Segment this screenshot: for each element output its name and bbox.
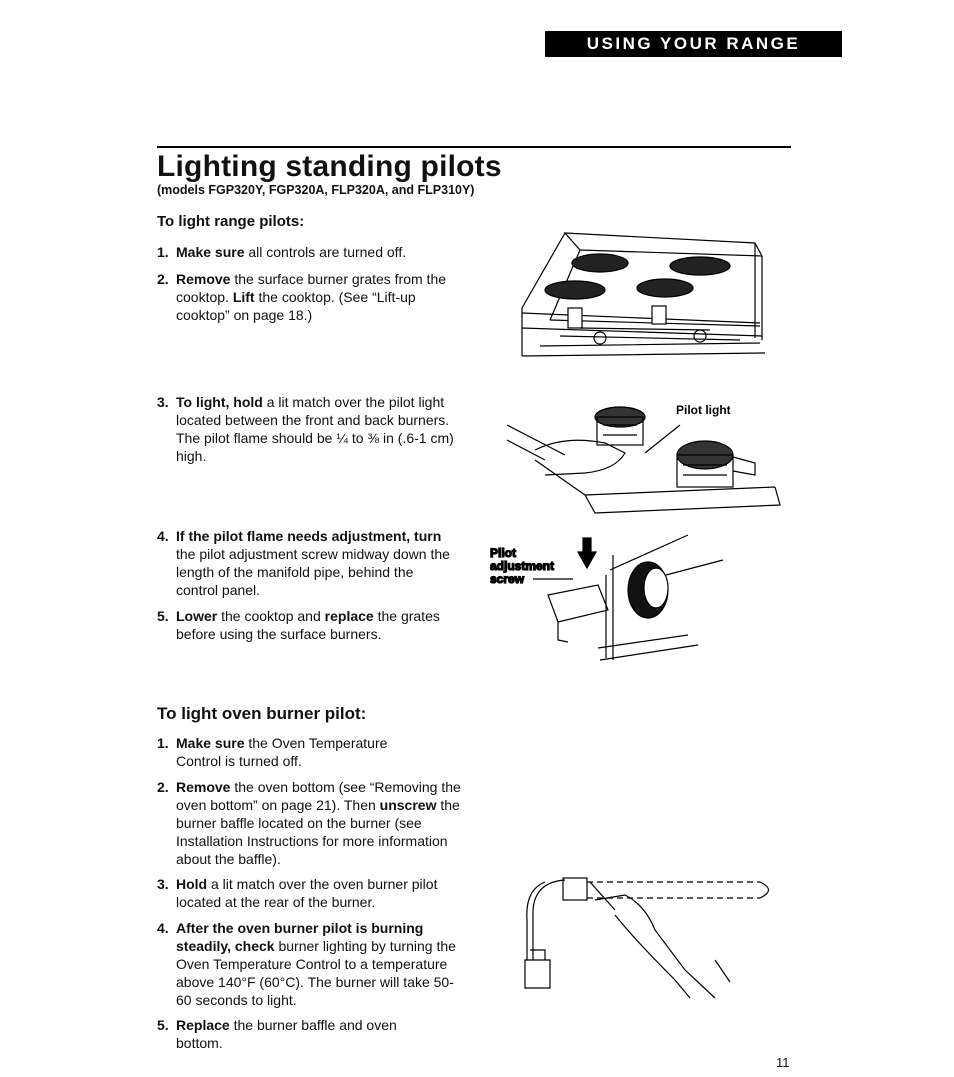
step-number: 5.	[157, 608, 169, 624]
step-text: the burner baffle and oven bottom.	[176, 1017, 397, 1051]
oven-step-5: 5. Replace the burner baffle and oven bo…	[157, 1016, 427, 1052]
step-number: 2.	[157, 779, 169, 795]
oven-pilot-heading: To light oven burner pilot:	[157, 704, 367, 723]
step-emphasis: Lower	[176, 608, 218, 624]
pilot-light-label-group: Pilot light	[676, 403, 731, 417]
pilot-light-label: Pilot light	[676, 403, 731, 417]
lighting-pilot-illustration	[506, 406, 781, 514]
step-emphasis: Replace	[176, 1017, 230, 1033]
step-emphasis: Hold	[176, 876, 208, 892]
range-step-1: 1. Make sure all controls are turned off…	[157, 243, 457, 261]
step-number: 2.	[157, 271, 169, 287]
step-text: the oven bottom (see “Removing the oven …	[176, 779, 461, 813]
step-emphasis: Make sure	[176, 244, 245, 260]
oven-step-1: 1. Make sure the Oven Temperature Contro…	[157, 734, 427, 770]
step-emphasis: replace	[324, 608, 374, 624]
adjustment-label-line3: screw	[490, 572, 525, 586]
step-emphasis: After the oven burner pilot is burning s…	[176, 920, 424, 954]
step-number: 5.	[157, 1017, 169, 1033]
step-text: burner lighting by turning the Oven Temp…	[176, 938, 456, 1008]
range-step-2: 2. Remove the surface burner grates from…	[157, 270, 452, 324]
step-text: the cooktop. (See “Lift-up cooktop” on p…	[176, 289, 416, 323]
adjustment-screw-illustration: Pilot adjustment screw	[489, 534, 724, 661]
step-number: 1.	[157, 735, 169, 751]
step-number: 3.	[157, 394, 169, 410]
step-emphasis: Remove	[176, 271, 231, 287]
range-step-3: 3. To light, hold a lit match over the p…	[157, 393, 457, 465]
oven-step-3: 3. Hold a lit match over the oven burner…	[157, 875, 442, 911]
section-banner: USING YOUR RANGE	[545, 31, 842, 57]
page-number: 11	[776, 1055, 790, 1070]
step-number: 1.	[157, 244, 169, 260]
range-pilots-heading: To light range pilots:	[157, 213, 305, 230]
page-title: Lighting standing pilots	[157, 150, 502, 183]
step-text: the surface burner grates from the cookt…	[176, 271, 447, 305]
step-text: the Oven Temperature Control is turned o…	[176, 735, 388, 769]
step-number: 3.	[157, 876, 169, 892]
step-text: a lit match over the pilot light located…	[176, 394, 454, 464]
step-number: 4.	[157, 920, 169, 936]
step-emphasis: Make sure	[176, 735, 245, 751]
step-number: 4.	[157, 528, 169, 544]
oven-pilot-illustration	[524, 877, 770, 999]
step-text: the pilot adjustment screw midway down t…	[176, 546, 450, 598]
step-emphasis: unscrew	[379, 797, 437, 813]
step-emphasis: If the pilot flame needs adjustment, tur…	[176, 528, 442, 544]
step-text: all controls are turned off.	[244, 244, 407, 260]
step-emphasis: Lift	[232, 289, 255, 305]
step-text: the grates before using the surface burn…	[176, 608, 440, 642]
adjustment-label-line2: adjustment	[490, 559, 554, 573]
range-step-4: 4. If the pilot flame needs adjustment, …	[157, 527, 457, 599]
adjustment-label-line1: Pilot	[490, 546, 516, 560]
step-text: the burner baffle located on the burner …	[176, 797, 460, 867]
step-text: the cooktop and	[217, 608, 325, 624]
step-text: a lit match over the oven burner pilot l…	[176, 876, 438, 910]
lifted-cooktop-illustration	[521, 232, 766, 357]
range-step-5: 5. Lower the cooktop and replace the gra…	[157, 607, 457, 643]
oven-step-4: 4. After the oven burner pilot is burnin…	[157, 919, 462, 1009]
models-subtitle: (models FGP320Y, FGP320A, FLP320A, and F…	[157, 183, 475, 197]
step-emphasis: Remove	[176, 779, 231, 795]
step-emphasis: To light, hold	[176, 394, 263, 410]
oven-step-2: 2. Remove the oven bottom (see “Removing…	[157, 778, 462, 868]
title-rule	[157, 146, 791, 148]
